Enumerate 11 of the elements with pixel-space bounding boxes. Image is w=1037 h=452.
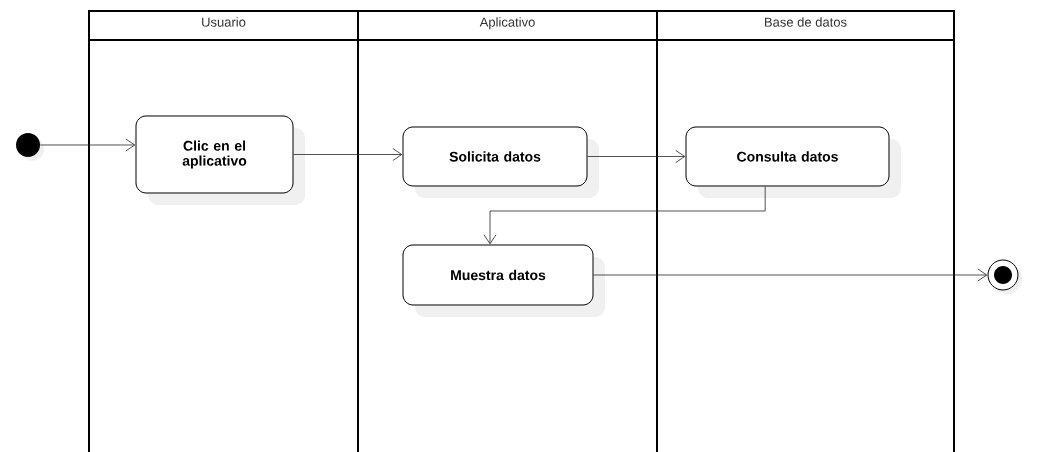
- arrow: [587, 150, 686, 163]
- arrow: [593, 268, 988, 282]
- activity-box: Clic en el aplicativo: [135, 115, 305, 205]
- arrow: [483, 186, 766, 245]
- arrow: [293, 148, 403, 161]
- end-marker: [987, 259, 1022, 294]
- start-dot: [16, 133, 44, 161]
- activity-box: Solicita datos: [402, 126, 599, 198]
- activity-box: Consulta datos: [685, 126, 901, 198]
- arrow: [39, 138, 136, 152]
- activity-box: Muestra datos: [402, 244, 605, 317]
